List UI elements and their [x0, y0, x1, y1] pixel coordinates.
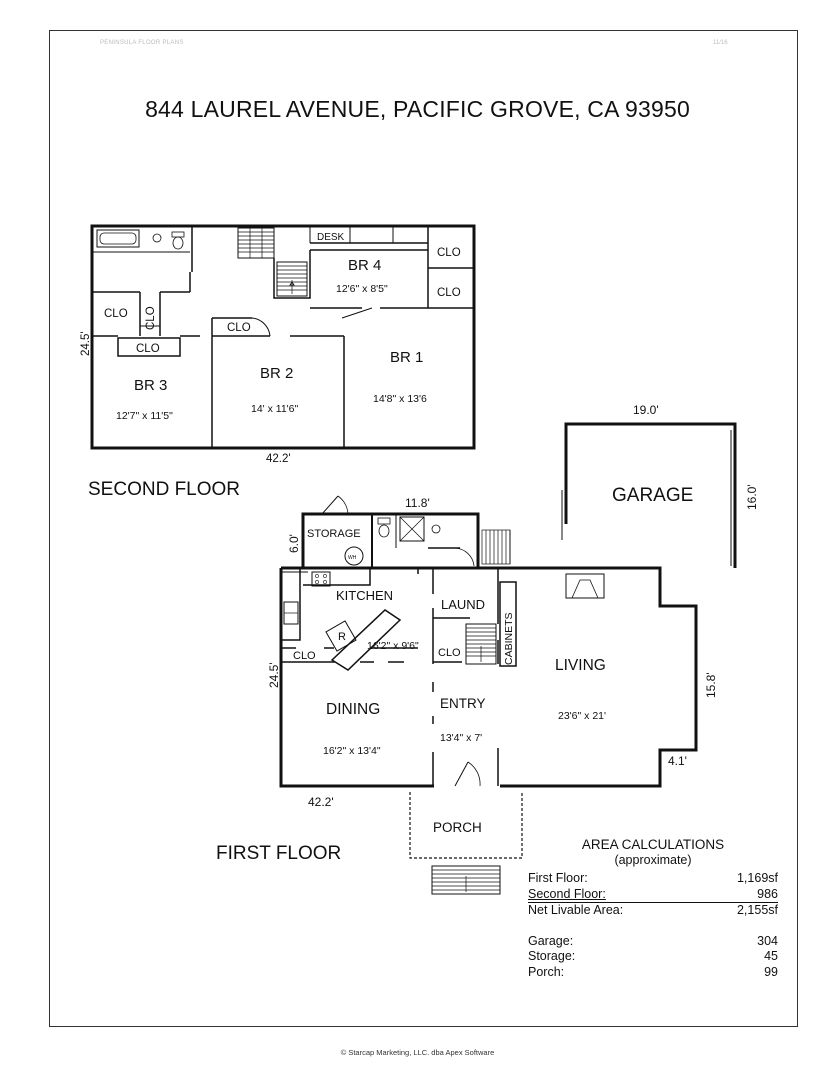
area-row: Second Floor: 986: [528, 886, 778, 903]
label-desk: DESK: [317, 232, 345, 243]
fireplace-icon: [565, 573, 605, 599]
label-kitchen-name: KITCHEN: [336, 588, 393, 603]
area-row-value: 986: [757, 886, 778, 901]
label-living-size: 23'6" x 21': [558, 710, 606, 722]
sink-first-floor-icon: [431, 524, 441, 534]
area-row-label: Storage:: [528, 949, 576, 963]
label-second-floor: SECOND FLOOR: [88, 479, 240, 500]
label-br2-size: 14' x 11'6": [251, 403, 299, 415]
label-br4-size: 12'6" x 8'5": [336, 283, 388, 295]
label-porch: PORCH: [433, 820, 482, 835]
label-garage: GARAGE: [612, 485, 693, 506]
stair-upper: [237, 227, 275, 259]
area-row-value: 45: [764, 949, 778, 963]
label-clo-br4-top: CLO: [437, 247, 461, 259]
label-dining-size: 16'2" x 13'4": [323, 745, 381, 757]
area-row-value: 1,169sf: [736, 871, 778, 885]
page-title: 844 LAUREL AVENUE, PACIFIC GROVE, CA 939…: [145, 96, 690, 122]
header-brand: PENINSULA FLOOR PLANS: [100, 40, 184, 46]
area-row-label: Second Floor:: [528, 886, 606, 901]
label-clo-br4-bottom: CLO: [437, 287, 461, 299]
label-clo-vertical: CLO: [145, 306, 157, 330]
area-calculations-table: AREA CALCULATIONS (approximate) First Fl…: [528, 836, 778, 980]
label-entry-name: ENTRY: [440, 696, 486, 711]
label-br3-name: BR 3: [134, 377, 167, 394]
dim-second-floor-depth: 24.5': [80, 331, 92, 356]
label-clo-stairs: CLO: [438, 647, 461, 659]
bathtub-icon: [96, 229, 140, 248]
porch-steps: [431, 865, 501, 895]
label-kitchen-size: 16'2" x 9'6": [367, 640, 419, 652]
area-row: Porch: 99: [528, 965, 778, 981]
label-clo-br2: CLO: [227, 322, 251, 334]
label-clo-left: CLO: [104, 308, 128, 320]
label-living-name: LIVING: [555, 657, 606, 674]
dim-second-floor-width: 42.2': [266, 453, 291, 465]
label-dining-name: DINING: [326, 701, 380, 718]
first-floor-plan: [279, 495, 698, 895]
kitchen-island: [330, 609, 402, 671]
label-br1-size: 14'8" x 13'6: [373, 393, 427, 405]
area-row: Storage: 45: [528, 949, 778, 965]
cabinets-block: [499, 581, 517, 667]
cooktop-icon: [311, 571, 331, 587]
dim-storage-width: 11.8': [405, 496, 430, 510]
area-calculations-subtitle: (approximate): [614, 853, 692, 867]
area-row-value: 304: [757, 933, 778, 948]
dim-living-jog: 4.1': [668, 754, 687, 768]
area-calculations-title: AREA CALCULATIONS: [581, 837, 725, 852]
area-row: Garage: 304: [528, 934, 778, 950]
dim-living-side: 15.8': [704, 672, 718, 698]
label-storage: STORAGE: [307, 528, 361, 540]
area-row-value: 2,155sf: [736, 903, 778, 917]
header-page-number: 11/16: [713, 40, 728, 46]
area-row-label: Porch:: [528, 964, 565, 979]
label-first-floor: FIRST FLOOR: [216, 843, 341, 864]
dim-storage-depth: 6.0': [287, 534, 301, 553]
label-clo-left-first: CLO: [293, 650, 316, 662]
second-floor-exterior-wall: [90, 224, 476, 450]
area-row: Net Livable Area: 2,155sf: [528, 903, 778, 919]
area-row: First Floor: 1,169sf: [528, 871, 778, 887]
closet-br3: [117, 337, 181, 357]
area-row-value: 99: [764, 964, 778, 979]
dim-first-floor-depth: 24.5': [267, 662, 281, 688]
shower-icon: [399, 516, 425, 542]
toilet-icon: [171, 231, 185, 238]
garage-plan: [561, 422, 737, 568]
sink-icon: [152, 233, 162, 243]
second-floor-plan: [90, 224, 476, 450]
area-row-label: Garage:: [528, 933, 574, 948]
water-heater-icon: [344, 546, 364, 566]
label-cabinets: CABINETS: [503, 612, 515, 665]
label-br4-name: BR 4: [348, 257, 381, 274]
stair-lower: [276, 261, 308, 297]
porch-outline: [409, 792, 523, 859]
label-br1-name: BR 1: [390, 349, 423, 366]
footer-copyright: © Starcap Marketing, LLC. dba Apex Softw…: [340, 1048, 495, 1057]
label-clo-br3: CLO: [136, 343, 160, 355]
label-laund: LAUND: [441, 597, 485, 612]
dim-garage-depth: 16.0': [745, 484, 759, 510]
label-entry-size: 13'4" x 7': [440, 732, 482, 744]
toilet-first-floor-icon: [377, 517, 391, 525]
dim-first-floor-width: 42.2': [308, 795, 334, 809]
label-range: R: [338, 631, 346, 643]
range-icon: [325, 620, 357, 652]
area-row-label: Net Livable Area:: [528, 903, 624, 917]
label-water-heater: WH: [348, 555, 357, 561]
label-br2-name: BR 2: [260, 365, 293, 382]
dim-garage-width: 19.0': [633, 403, 659, 417]
page-frame: [49, 30, 798, 1027]
area-row-label: First Floor:: [528, 871, 588, 885]
label-br3-size: 12'7" x 11'5": [116, 410, 173, 422]
